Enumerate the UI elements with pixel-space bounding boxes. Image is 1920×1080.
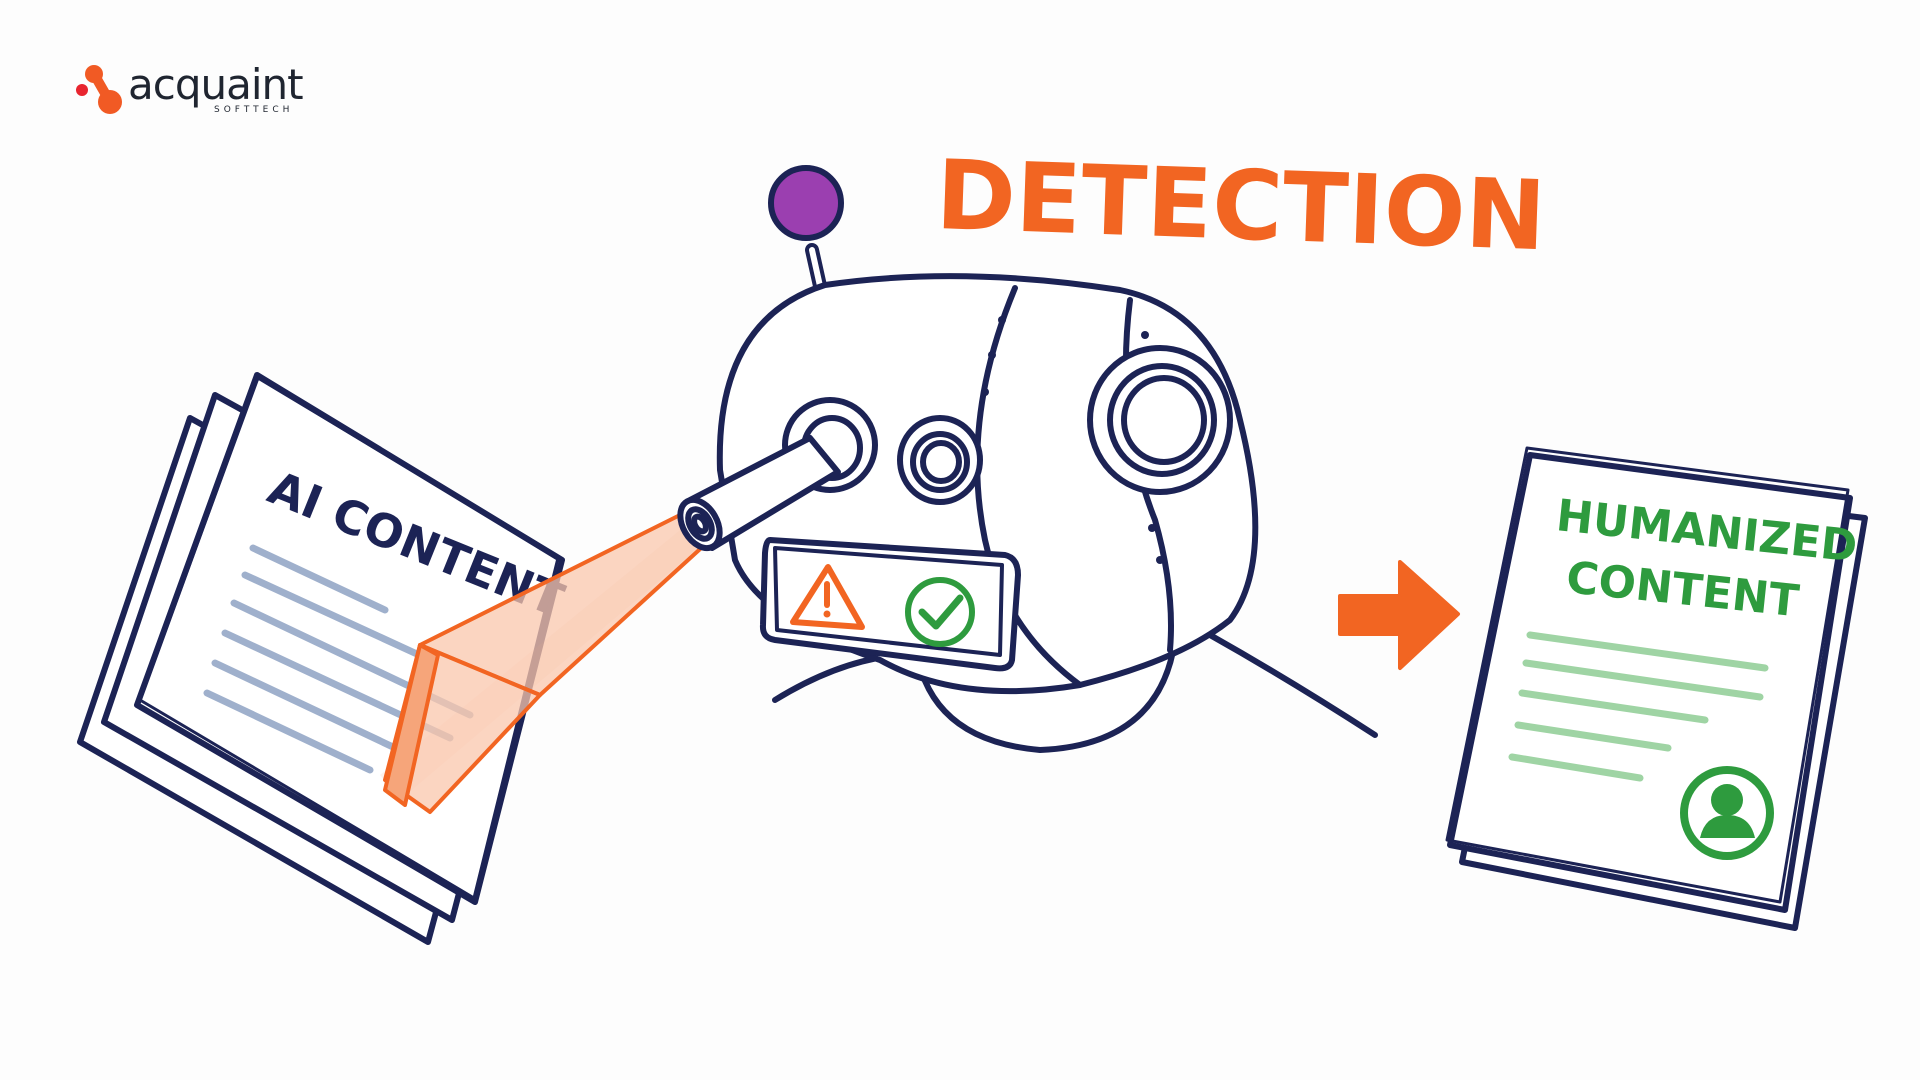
text-line (1514, 721, 1672, 752)
robot-lens-large (1087, 345, 1233, 495)
text-line (1508, 753, 1644, 782)
text-line (241, 571, 434, 664)
text-line (1518, 689, 1709, 724)
text-line (211, 659, 414, 759)
logo-mark-icon (76, 65, 122, 114)
brand-logo: acquaint SOFTTECH (72, 62, 332, 122)
text-line (249, 544, 389, 614)
brand-name: acquaint (128, 60, 304, 109)
rivets (981, 316, 1164, 564)
check-circle-icon (905, 577, 975, 647)
brand-tagline: SOFTTECH (214, 105, 294, 115)
robot-lens-small (897, 415, 983, 505)
scanner-tube (677, 397, 878, 552)
text-line (203, 689, 374, 774)
antenna-bulb (768, 165, 844, 241)
text-line (1526, 631, 1769, 672)
warning-triangle-icon (790, 564, 865, 630)
humanized-content-document: HUMANIZED CONTENT (1445, 446, 1868, 931)
user-badge-icon (1680, 766, 1774, 860)
scan-beam (380, 508, 712, 814)
text-line (1522, 659, 1764, 701)
humanized-text-lines (1508, 631, 1769, 782)
detection-title: DETECTION (934, 139, 1547, 272)
arrow-right-icon (1338, 560, 1460, 670)
